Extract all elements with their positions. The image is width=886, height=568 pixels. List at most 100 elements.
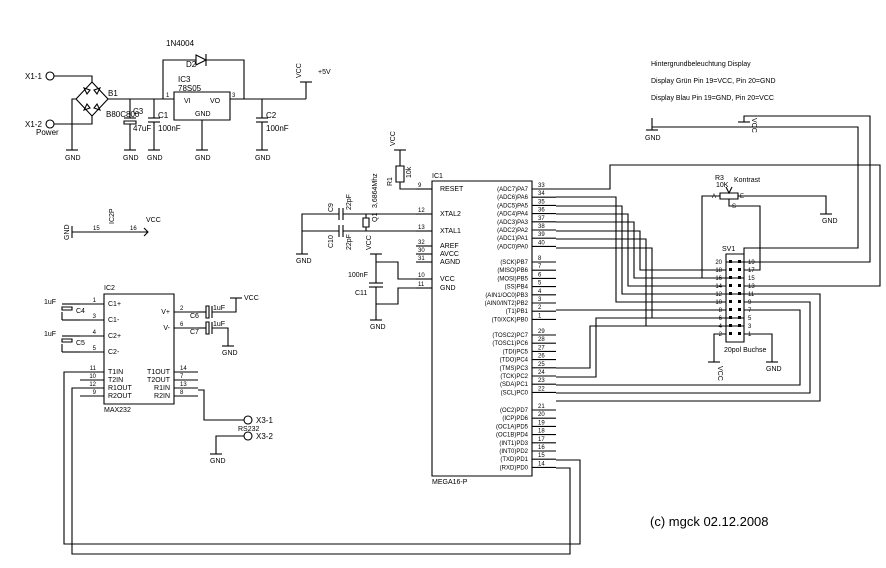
- xtal-gnd-label: GND: [296, 258, 312, 265]
- max232-pin-name: C2+: [108, 333, 121, 340]
- mega16-pin-name: XTAL1: [440, 228, 461, 235]
- d2-diode: [196, 55, 206, 65]
- c1-label: C1: [158, 111, 169, 120]
- mega16-pin-name: (OC1B)PD4: [496, 433, 529, 439]
- sv1-pin-number: 14: [715, 284, 722, 290]
- gnd-label: GND: [195, 155, 211, 162]
- c7-label: C7: [190, 329, 199, 336]
- max232-pin-number: 7: [180, 374, 184, 380]
- sv1-pin-number: 11: [748, 292, 755, 298]
- r3-label: R3: [715, 175, 724, 182]
- mega16-pin-name: (ADC0)PA0: [497, 244, 529, 250]
- r3-pin-e: E: [740, 194, 744, 200]
- mcu-gnd-label: GND: [370, 324, 386, 331]
- max232-pin-name: R2IN: [154, 393, 170, 400]
- mega16-pin-number: 27: [538, 345, 545, 351]
- ic2p-pin15: 15: [93, 226, 100, 232]
- mega16-pin-name: (ICP)PD6: [502, 416, 528, 422]
- r3-value: 10K: [716, 182, 729, 189]
- plus5-label: +5V: [318, 69, 331, 76]
- bl-gnd-label: GND: [645, 135, 661, 142]
- c4-label: C4: [76, 308, 85, 315]
- x3-1-terminal: [244, 416, 252, 424]
- gnd-label: GND: [255, 155, 271, 162]
- ic3-label: IC3: [178, 75, 191, 84]
- mega16-pin-number: 19: [538, 420, 545, 426]
- mega16-pin-name: (OC2)PD7: [500, 408, 529, 414]
- mega16-pin-number: 15: [538, 453, 545, 459]
- c11-label: C11: [355, 290, 367, 297]
- sv1-pin-number: 16: [715, 276, 722, 282]
- note-line-1: Hintergrundbeleuchtung Display: [651, 61, 751, 68]
- power-supply: X1-1 X1-2 Power B1 B80C800 C3 47uF C1 10…: [25, 39, 331, 162]
- power-label: Power: [36, 128, 59, 137]
- c11-value: 100nF: [348, 272, 368, 279]
- bridge-rectifier: [76, 82, 108, 116]
- max232-pin-name: C2-: [108, 349, 120, 356]
- sv1-name: SV1: [722, 246, 735, 253]
- c4-value: 1uF: [44, 299, 56, 306]
- mega16-body: [432, 181, 532, 476]
- sv1-pin-marker: [729, 300, 732, 303]
- ic2p-vcc-label: VCC: [146, 217, 161, 224]
- mega16-pin-name: (TOSC1)PC6: [492, 341, 528, 347]
- max232-pin-number: 8: [180, 390, 184, 396]
- mega16-pin-number: 39: [538, 232, 545, 238]
- q1-label: Q1: [372, 213, 379, 222]
- ic2p-power: GND IC2P 15 16 VCC: [64, 208, 161, 240]
- mega16-pin-name: (TDI)PC5: [503, 349, 529, 355]
- mega16-pin-number: 21: [538, 404, 545, 410]
- mega16-pin-name: GND: [440, 285, 456, 292]
- mega16-pin-number: 37: [538, 216, 545, 222]
- mega16-pin-name: (MOSI)PB5: [497, 276, 528, 282]
- max232-pin-name: T2OUT: [147, 377, 171, 384]
- mega16-pin-name: (ADC3)PA3: [497, 220, 529, 226]
- max232-pin-number: 12: [89, 382, 96, 388]
- vcc-out-label: VCC: [296, 63, 303, 78]
- max232-pin-number: 4: [93, 330, 97, 336]
- max232-pin-name: V+: [161, 309, 170, 316]
- mega16-pin-number: 23: [538, 378, 545, 384]
- mega16-pin-name: (INT0)PD2: [499, 449, 528, 455]
- sv1-pin-number: 9: [748, 300, 752, 306]
- sv1-pin-number: 19: [748, 260, 755, 266]
- mega16-pin-number: 18: [538, 429, 545, 435]
- c9-label: C9: [328, 203, 335, 212]
- mega16-pin-name: (TMS)PC3: [500, 366, 529, 372]
- mega16-pin-name: (TOSC2)PC7: [492, 333, 528, 339]
- c7-gnd-label: GND: [222, 350, 238, 357]
- max232-pin-name: R1OUT: [108, 385, 132, 392]
- sv1-pin-number: 10: [715, 300, 722, 306]
- sv1-pin-marker: [738, 332, 741, 335]
- mega16-pin-name: (SDA)PC1: [500, 382, 529, 388]
- mcu-vcc-label: VCC: [366, 235, 373, 250]
- max232-pin-number: 13: [180, 382, 187, 388]
- sv1-pin-marker: [738, 284, 741, 287]
- max232-pin-number: 5: [93, 346, 97, 352]
- r3-gnd-label: GND: [822, 218, 838, 225]
- x3-1-label: X3-1: [256, 416, 273, 425]
- c6-label: C6: [190, 313, 199, 320]
- mega16-pin-number: 9: [418, 183, 422, 189]
- max232-pin-number: 2: [180, 306, 184, 312]
- ic3-vi: VI: [184, 98, 191, 105]
- mega16-pin-name: AGND: [440, 259, 460, 266]
- x3-2-label: X3-2: [256, 432, 273, 441]
- max232-body: [104, 294, 174, 404]
- mega16-pin-name: (SS)PB4: [505, 285, 529, 291]
- mega16-pin-number: 35: [538, 199, 545, 205]
- x1-1-terminal: [46, 72, 54, 80]
- mega16-pin-name: (RXD)PD0: [500, 465, 529, 471]
- c5-value: 1uF: [44, 331, 56, 338]
- ic3-pin3: 3: [232, 93, 236, 99]
- mega16-pin-number: 34: [538, 191, 545, 197]
- r1-vcc-label: VCC: [390, 131, 397, 146]
- d2-label: D2: [186, 60, 197, 69]
- q1-value: 3,6864Mhz: [372, 173, 379, 208]
- max232-pin-name: T1IN: [108, 369, 123, 376]
- sv1-pin-number: 18: [715, 268, 722, 274]
- r1-value: 10k: [406, 166, 413, 178]
